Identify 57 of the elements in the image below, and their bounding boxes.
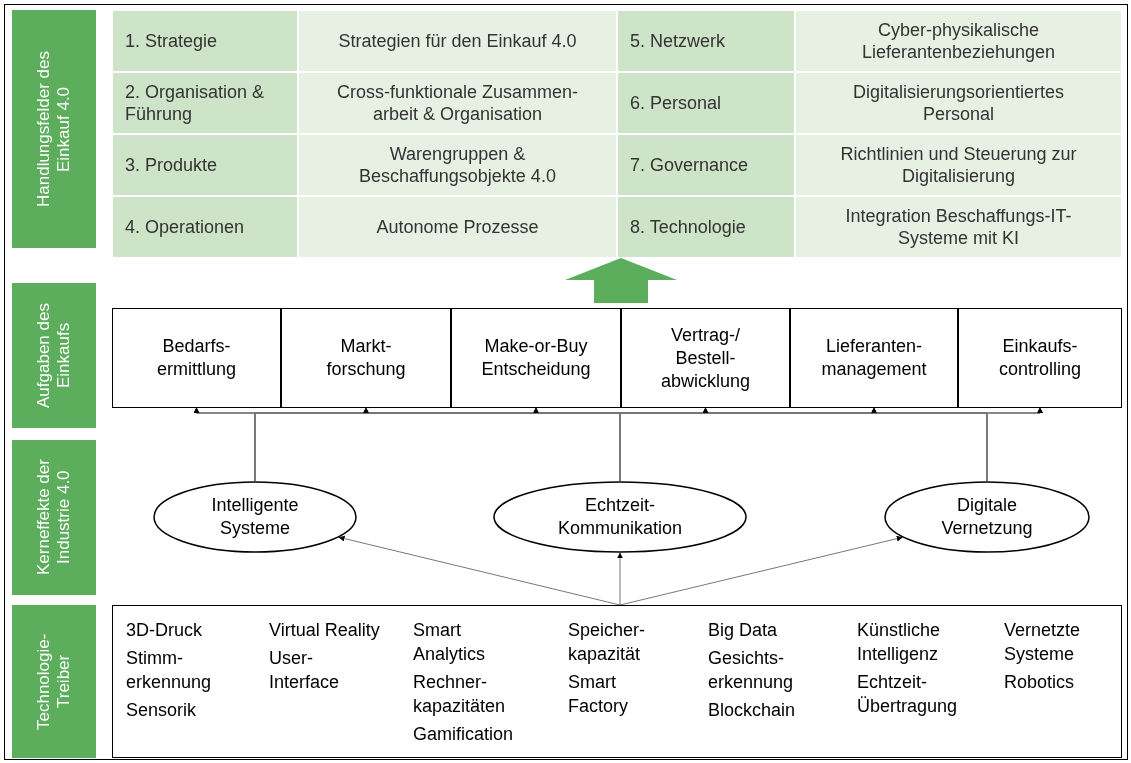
table-cell: Cross-funktionale Zusammen- arbeit & Organisation: [298, 72, 617, 134]
technology-term: Gesichts- erkennung: [708, 647, 795, 694]
table-cell: Strategien für den Einkauf 4.0: [298, 10, 617, 72]
technology-term: Virtual Reality: [269, 619, 381, 642]
table-cell: 1. Strategie: [112, 10, 298, 72]
table-cell: 6. Personal: [617, 72, 795, 134]
task-box: Bedarfs- ermittlung: [112, 308, 281, 408]
section-band: [12, 10, 96, 248]
task-box: Make-or-Buy Entscheidung: [451, 308, 621, 408]
block-arrow: [565, 258, 677, 303]
technology-term: Künstliche Intelligenz: [857, 619, 942, 666]
technology-term: User- Interface: [269, 647, 341, 694]
technology-term: Big Data: [708, 619, 779, 642]
technology-term: Vernetzte Systeme: [1004, 619, 1082, 666]
technology-term: Rechner- kapazitäten: [413, 671, 507, 718]
effect-label: Intelligente Systeme: [210, 494, 300, 540]
technology-term: Echtzeit- Übertragung: [857, 671, 959, 718]
technology-term: Speicher- kapazität: [568, 619, 647, 666]
table-cell: Autonome Prozesse: [298, 196, 617, 258]
section-title: Technologie- Treiber: [34, 632, 74, 732]
arrow: [338, 535, 621, 606]
table-cell: 8. Technologie: [617, 196, 795, 258]
section-title: Aufgaben des Einkaufs: [34, 302, 74, 410]
table-cell: 5. Netzwerk: [617, 10, 795, 72]
section-title: Kerneffekte der Industrie 4.0: [34, 458, 74, 578]
task-box: Lieferanten- management: [790, 308, 958, 408]
table-panel: [112, 10, 1122, 258]
effect-label: Echtzeit- Kommunikation: [556, 494, 684, 540]
technology-term: 3D-Druck: [126, 619, 203, 642]
table-cell: Digitalisierungsorientiertes Personal: [795, 72, 1122, 134]
arrow: [619, 535, 903, 606]
table-cell: Cyber-physikalische Lieferantenbeziehungen: [795, 10, 1122, 72]
technology-term: Stimm- erkennung: [126, 647, 213, 694]
section-band: [12, 283, 96, 428]
technology-term: Smart Analytics: [413, 619, 487, 666]
technology-term: Sensorik: [126, 699, 198, 722]
technology-term: Gamification: [413, 723, 515, 746]
table-cell: 4. Operationen: [112, 196, 298, 258]
table-cell: Integration Beschaffungs-IT- Systeme mit KI: [795, 196, 1122, 258]
arrow: [617, 552, 623, 606]
task-box: Einkaufs- controlling: [958, 308, 1122, 408]
section-band: [12, 440, 96, 595]
table-cell: Warengruppen & Beschaffungsobjekte 4.0: [298, 134, 617, 196]
task-box: Vertrag-/ Bestell- abwicklung: [621, 308, 790, 408]
table-cell: 7. Governance: [617, 134, 795, 196]
task-box: Markt- forschung: [281, 308, 451, 408]
technology-term: Smart Factory: [568, 671, 629, 718]
arrow: [986, 407, 1043, 482]
table-cell: Richtlinien und Steuerung zur Digitalisierung: [795, 134, 1122, 196]
table-cell: 2. Organisation & Führung: [112, 72, 298, 134]
section-band: [12, 605, 96, 758]
technology-term: Blockchain: [708, 699, 797, 722]
effect-label: Digitale Vernetzung: [940, 494, 1034, 540]
technology-box: [112, 605, 1122, 758]
table-cell: 3. Produkte: [112, 134, 298, 196]
technology-term: Robotics: [1004, 671, 1076, 694]
section-title: Handlungsfelder des Einkauf 4.0: [34, 50, 74, 209]
